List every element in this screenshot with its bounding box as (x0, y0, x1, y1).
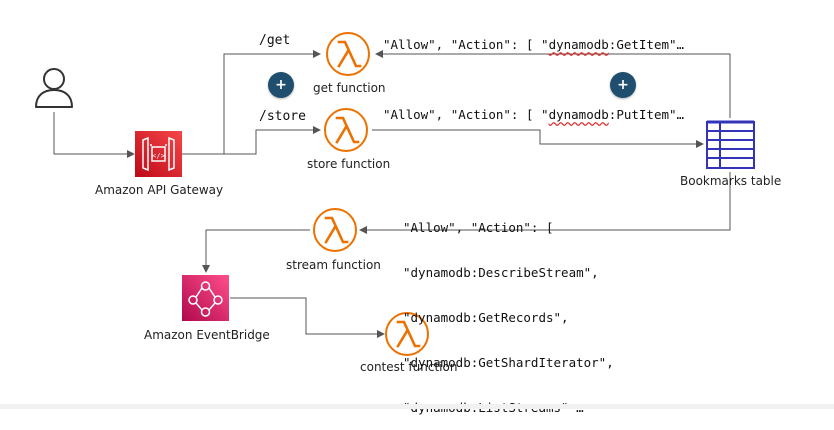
eventbridge-label: Amazon EventBridge (144, 328, 270, 342)
get-function-label: get function (313, 81, 386, 95)
stream-policy-line: "dynamodb:DescribeStream", (403, 265, 599, 280)
connector-api-gateway-to-store-function (224, 126, 321, 155)
bottom-divider (0, 404, 834, 409)
svg-text:</>: </> (152, 152, 165, 160)
add-step-button-1[interactable]: + (268, 72, 294, 98)
dynamodb-table-icon (706, 120, 755, 169)
connectors (53, 50, 731, 338)
store-policy-service: dynamodb (548, 107, 609, 122)
stream-function-label: stream function (286, 258, 381, 272)
connector-user-to-api-gateway (53, 112, 135, 158)
connector-store-function-to-bookmarks (372, 129, 704, 148)
architecture-diagram: </> (35, 32, 755, 356)
stream-policy-text: "Allow", "Action": [ "dynamodb:DescribeS… (403, 190, 614, 430)
stream-policy-line: "dynamodb:GetRecords", (403, 310, 569, 325)
store-function-lambda-icon (324, 108, 368, 152)
connector-stream-function-to-eventbridge (202, 229, 310, 273)
bookmarks-table-label: Bookmarks table (680, 174, 782, 188)
connector-api-gateway-to-get-function (182, 50, 321, 155)
store-policy-suffix: :PutItem"… (608, 107, 685, 122)
get-policy-suffix: :GetItem"… (608, 37, 685, 52)
stream-function-lambda-icon (313, 208, 357, 252)
api-gateway-icon: </> (135, 131, 182, 177)
stream-policy-line: "Allow", "Action": [ (403, 220, 554, 235)
eventbridge-icon (182, 275, 229, 321)
get-policy-text: "Allow", "Action": [ "dynamodb:GetItem"… (383, 37, 684, 52)
connector-bookmarks-to-stream-function (359, 172, 731, 234)
add-step-button-2[interactable]: + (610, 72, 636, 98)
stream-policy-line: "dynamodb:GetShardIterator", (403, 355, 614, 370)
api-gateway-label: Amazon API Gateway (95, 183, 224, 197)
store-policy-text: "Allow", "Action": [ "dynamodb:PutItem"… (383, 107, 684, 122)
store-function-label: store function (307, 157, 391, 171)
get-policy-service: dynamodb (548, 37, 609, 52)
contest-function-lambda-icon (385, 312, 429, 356)
route-store-label: /store (259, 109, 306, 124)
contest-function-label: contest function (360, 360, 458, 374)
connector-eventbridge-to-contest-function (230, 297, 385, 338)
get-function-lambda-icon (326, 32, 370, 76)
get-policy-prefix: "Allow", "Action": [ " (383, 37, 549, 52)
route-get-label: /get (259, 33, 291, 48)
store-policy-prefix: "Allow", "Action": [ " (383, 107, 549, 122)
user-icon (35, 68, 73, 108)
connector-bookmarks-to-get-function (375, 50, 731, 118)
